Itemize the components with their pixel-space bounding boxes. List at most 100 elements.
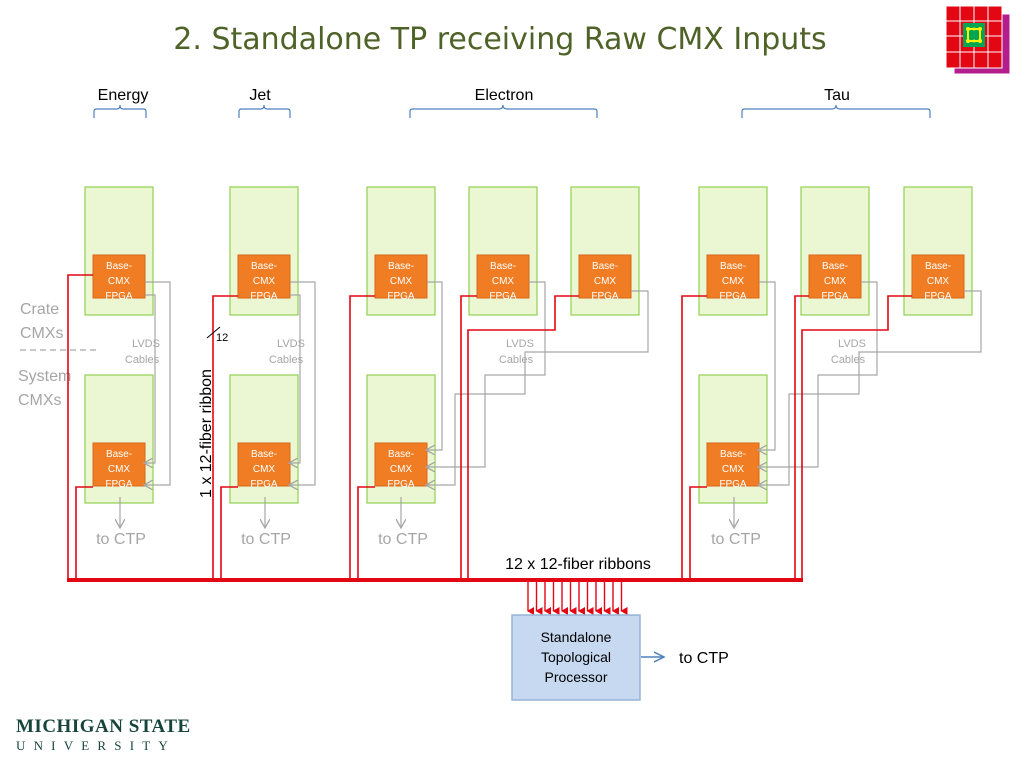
lvds-cables-label-electron: LVDS Cables bbox=[499, 338, 534, 366]
svg-text:Cables: Cables bbox=[831, 354, 866, 366]
fpga-label: Base- bbox=[251, 449, 277, 460]
fpga-label: FPGA bbox=[719, 291, 747, 302]
fpga-label: Base- bbox=[822, 261, 848, 272]
base-cmx-fpga: Base- CMX FPGA bbox=[706, 254, 760, 302]
base-cmx-fpga: Base- CMX FPGA bbox=[237, 442, 291, 490]
fpga-label: Base- bbox=[592, 261, 618, 272]
base-cmx-fpga: Base- CMX FPGA bbox=[578, 254, 632, 302]
group-label-jet: Jet bbox=[249, 87, 271, 104]
base-cmx-fpga: Base- CMX FPGA bbox=[808, 254, 862, 302]
cmx-module-tau-2: Base- CMX FPGA bbox=[800, 186, 870, 316]
cmx-module-electron: Base- CMX FPGA bbox=[366, 374, 436, 504]
fpga-label: Base- bbox=[720, 261, 746, 272]
svg-text:Standalone: Standalone bbox=[541, 629, 612, 645]
svg-text:Cables: Cables bbox=[499, 354, 534, 366]
fpga-label: FPGA bbox=[387, 479, 415, 490]
svg-text:LVDS: LVDS bbox=[838, 338, 866, 350]
fpga-label: CMX bbox=[108, 464, 131, 475]
ribbons-label: 12 x 12-fiber ribbons bbox=[505, 556, 651, 573]
cmx-module-energy: Base- CMX FPGA bbox=[84, 374, 154, 504]
fpga-label: FPGA bbox=[105, 479, 133, 490]
base-cmx-fpga: Base- CMX FPGA bbox=[92, 442, 146, 490]
base-cmx-fpga: Base- CMX FPGA bbox=[476, 254, 530, 302]
fpga-label: FPGA bbox=[250, 291, 278, 302]
fiber-ribbons bbox=[67, 274, 912, 580]
base-cmx-fpga: Base- CMX FPGA bbox=[706, 442, 760, 490]
cmx-module-tau-1: Base- CMX FPGA bbox=[698, 186, 768, 316]
fpga-label: CMX bbox=[594, 276, 617, 287]
svg-text:Processor: Processor bbox=[544, 669, 607, 685]
svg-text:LVDS: LVDS bbox=[277, 338, 305, 350]
cmx-module-electron-3: Base- CMX FPGA bbox=[570, 186, 640, 316]
brace-electron bbox=[409, 104, 598, 118]
fpga-label: CMX bbox=[390, 276, 413, 287]
brace-tau bbox=[741, 104, 931, 118]
cmx-modules: Base-CMXFPGABase-CMXFPGABase-CMXFPGABase… bbox=[67, 186, 982, 580]
cmx-module-electron-2: Base- CMX FPGA bbox=[468, 186, 538, 316]
cmx-module-jet: Base- CMX FPGA bbox=[229, 186, 299, 316]
svg-text:LVDS: LVDS bbox=[132, 338, 160, 350]
fpga-label: Base- bbox=[720, 449, 746, 460]
fpga-label: Base- bbox=[490, 261, 516, 272]
fpga-label: CMX bbox=[824, 276, 847, 287]
fpga-label: FPGA bbox=[387, 291, 415, 302]
slide-title: 2. Standalone TP receiving Raw CMX Input… bbox=[173, 22, 827, 57]
base-cmx-fpga: Base- CMX FPGA bbox=[237, 254, 291, 302]
to-ctp-label-jet: to CTP bbox=[241, 531, 291, 548]
lvds-cables-label-tau: LVDS Cables bbox=[831, 338, 866, 366]
brace-energy bbox=[93, 104, 147, 118]
fpga-label: Base- bbox=[388, 449, 414, 460]
to-ctp-label-electron: to CTP bbox=[378, 531, 428, 548]
base-cmx-fpga: Base- CMX FPGA bbox=[92, 254, 146, 302]
fpga-label: CMX bbox=[492, 276, 515, 287]
fiber-count-label: 12 bbox=[216, 332, 228, 344]
fpga-label: CMX bbox=[722, 276, 745, 287]
system-cmxs-label: System CMXs bbox=[18, 368, 76, 409]
fpga-label: FPGA bbox=[821, 291, 849, 302]
cmx-module-energy: Base- CMX FPGA bbox=[84, 186, 154, 316]
standalone-topological-processor bbox=[511, 614, 641, 701]
fpga-label: FPGA bbox=[489, 291, 517, 302]
fpga-label: FPGA bbox=[591, 291, 619, 302]
to-ctp-label-tau: to CTP bbox=[711, 531, 761, 548]
svg-text:Topological: Topological bbox=[541, 649, 611, 665]
fpga-label: FPGA bbox=[105, 291, 133, 302]
svg-text:Cables: Cables bbox=[125, 354, 160, 366]
msu-logo-line2: UNIVERSITY bbox=[16, 738, 176, 753]
ribbon-arrows bbox=[527, 582, 628, 615]
lvds-cables-label-jet: LVDS Cables bbox=[269, 338, 305, 366]
base-cmx-fpga: Base- CMX FPGA bbox=[374, 442, 428, 490]
group-label-tau: Tau bbox=[824, 87, 850, 104]
svg-text:Cables: Cables bbox=[269, 354, 304, 366]
fpga-label: CMX bbox=[253, 464, 276, 475]
lvds-cables bbox=[120, 281, 982, 527]
processor-label: Standalone Topological Processor bbox=[541, 629, 612, 685]
svg-text:LVDS: LVDS bbox=[506, 338, 534, 350]
fpga-label: Base- bbox=[925, 261, 951, 272]
cmx-module-tau: Base- CMX FPGA bbox=[698, 374, 768, 504]
fpga-label: Base- bbox=[106, 449, 132, 460]
fpga-label: Base- bbox=[251, 261, 277, 272]
fpga-label: CMX bbox=[722, 464, 745, 475]
fpga-label: Base- bbox=[106, 261, 132, 272]
fpga-label: FPGA bbox=[250, 479, 278, 490]
brace-jet bbox=[238, 104, 291, 118]
group-label-electron: Electron bbox=[475, 87, 534, 104]
processor-to-ctp-label: to CTP bbox=[679, 650, 729, 667]
fpga-label: CMX bbox=[108, 276, 131, 287]
fpga-label: CMX bbox=[390, 464, 413, 475]
fpga-label: FPGA bbox=[719, 479, 747, 490]
fpga-label: CMX bbox=[927, 276, 950, 287]
crate-cmxs-label: Crate CMXs bbox=[20, 301, 64, 342]
single-ribbon-label: 1 x 12-fiber ribbon bbox=[198, 369, 215, 498]
group-label-energy: Energy bbox=[98, 87, 149, 104]
cmx-module-jet: Base- CMX FPGA bbox=[229, 374, 299, 504]
fpga-label: CMX bbox=[253, 276, 276, 287]
fiber-count-tick bbox=[206, 326, 221, 339]
